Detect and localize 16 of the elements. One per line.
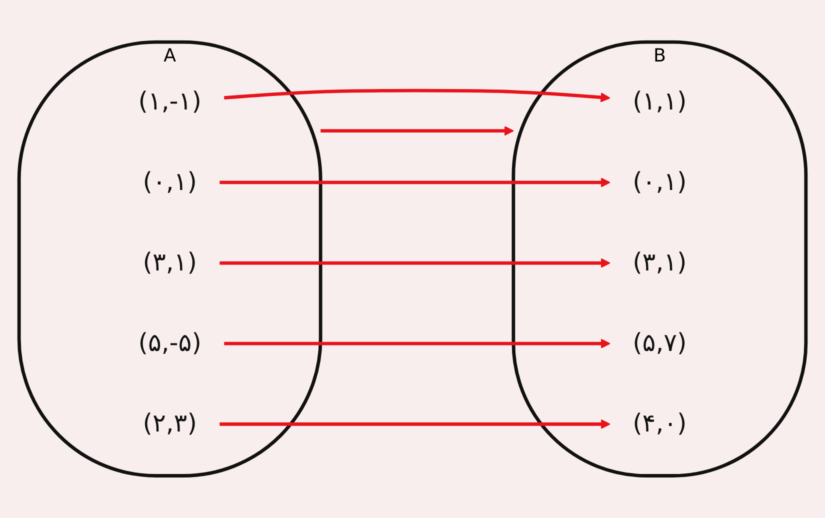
node-text: (۱,۱) — [632, 88, 687, 116]
node-text: (۵,۷) — [632, 329, 687, 358]
node-text: (۵,-۵) — [138, 329, 202, 358]
arrow — [220, 419, 610, 430]
node-text: (۳,۱) — [632, 248, 687, 278]
arrow — [320, 126, 514, 136]
node-text: (۴,۰) — [632, 410, 687, 438]
node-text: (۰,۱) — [142, 168, 197, 197]
arrow — [224, 338, 610, 349]
node-text: (۱,-۱) — [138, 88, 202, 116]
node-text: (۲,۳) — [142, 410, 197, 438]
arrow — [220, 258, 610, 268]
arrow — [224, 88, 610, 102]
arrow — [220, 178, 610, 188]
node-text: (۳,۱) — [142, 248, 197, 278]
node-text: (۰,۱) — [632, 168, 687, 197]
